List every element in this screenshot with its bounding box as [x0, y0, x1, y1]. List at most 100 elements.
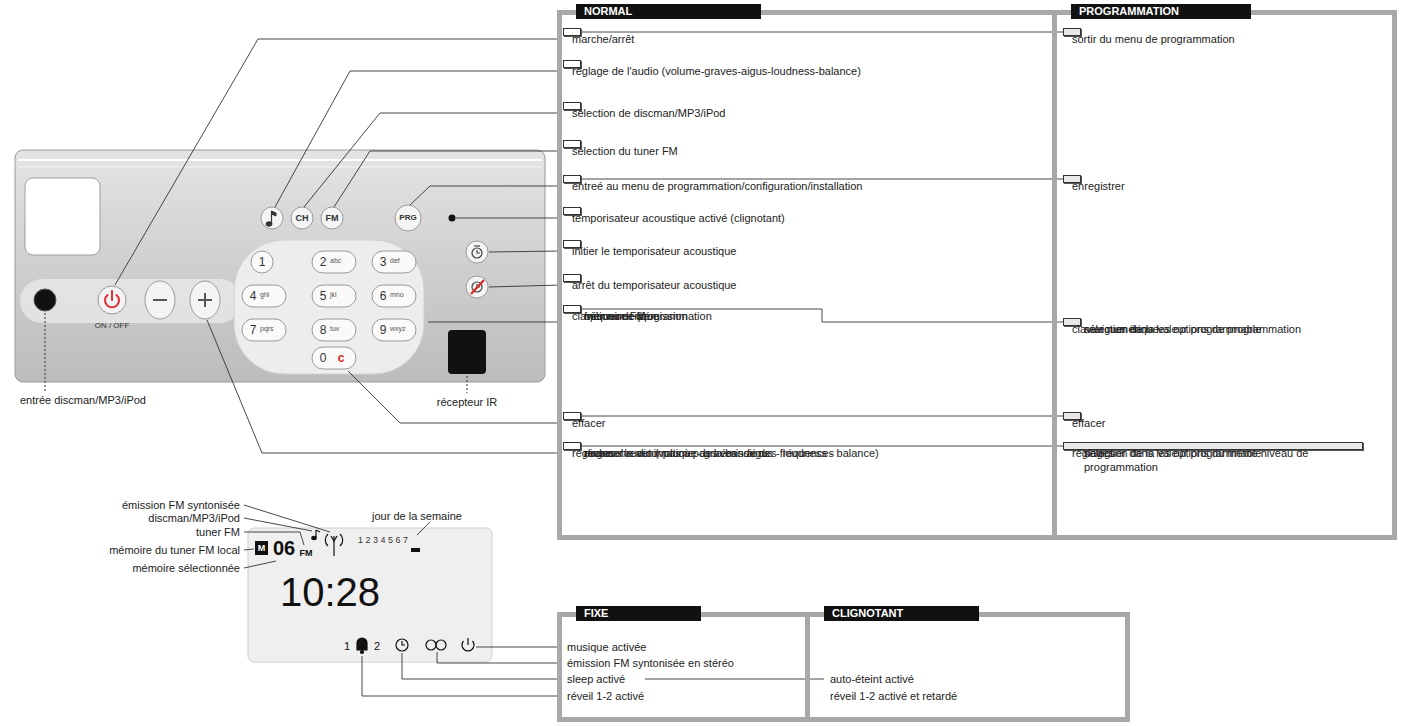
- key-letters: tuv: [330, 325, 339, 332]
- lcd-segment: 2: [374, 641, 380, 652]
- front-button: [466, 276, 488, 298]
- box-item: avancer/revenir pas à pas la bande des f…: [572, 446, 834, 460]
- button-label: FM: [326, 214, 339, 223]
- lcd-icon: [357, 638, 367, 650]
- front-button: [466, 241, 488, 263]
- callout-label: discman/MP3/iPod: [148, 513, 240, 524]
- leader-line: [410, 186, 561, 205]
- connector-line: [581, 179, 1063, 180]
- key-number: 1: [259, 256, 266, 268]
- box-heading: effacer: [572, 416, 605, 430]
- leader-line: [244, 505, 330, 532]
- function-box: réglage de l'audio (volume-graves-aigus-…: [563, 60, 581, 68]
- lcd-display: [248, 528, 492, 662]
- leader-line: [645, 679, 824, 680]
- box-heading: entreé au menu de programmation/configur…: [572, 179, 862, 193]
- lcd-segment: M: [258, 544, 266, 553]
- dotted-leader: [467, 376, 468, 393]
- function-box: sélection du tuner FM: [563, 140, 581, 148]
- front-button: [145, 281, 175, 319]
- display-screen: [25, 178, 100, 255]
- keypad-key: [242, 251, 416, 369]
- leader-line: [334, 151, 561, 207]
- key-number: 7: [250, 324, 257, 336]
- key-number: 3: [380, 256, 387, 268]
- box-item: naviguer dans les options de programmati…: [1072, 322, 1301, 336]
- leader-line: [417, 522, 430, 535]
- status-text: réveil 1-2 activé: [567, 689, 644, 703]
- music-note-icon: [266, 211, 276, 226]
- ir-receiver: [448, 330, 486, 374]
- leader-line: [348, 371, 561, 423]
- keypad-key: [312, 319, 356, 341]
- leader-line: [244, 561, 276, 568]
- volume-symbol: [153, 299, 167, 301]
- box-heading: initier le temporisateur acoustique: [572, 244, 736, 258]
- function-box: clavier numériquesélection de la valeur …: [1063, 318, 1081, 326]
- function-box: initier le temporisateur acoustique: [563, 240, 581, 248]
- key-number: 2: [320, 256, 327, 268]
- mode-panel: PROGRAMMATIONsortir du menu de programma…: [1052, 10, 1397, 540]
- lcd-segment: 1 2 3 4 5 6 7: [358, 536, 408, 545]
- lcd-icon: [331, 536, 337, 541]
- function-box: clavier numériquefréquence d'émissionmém…: [563, 305, 581, 313]
- box-heading: enregistrer: [1072, 179, 1125, 193]
- front-button: [291, 207, 313, 229]
- function-box: temporisateur acoustique activé (clignot…: [563, 207, 581, 215]
- key-number: 8: [320, 324, 327, 336]
- lcd-icon: [340, 534, 343, 546]
- lcd-icon: [315, 530, 316, 538]
- timer-icon: [477, 250, 480, 253]
- power-symbol: [111, 291, 113, 300]
- function-box: entreé au menu de programmation/configur…: [563, 175, 581, 183]
- key-letters: jkl: [330, 291, 337, 298]
- keypad-key: [312, 251, 356, 273]
- box-heading: sortir du menu de programmation: [1072, 32, 1235, 46]
- device-panel: [15, 150, 545, 382]
- key-letters: ghi: [260, 291, 269, 298]
- callout-label: récepteur IR: [437, 397, 498, 408]
- keypad-key: [242, 319, 286, 341]
- timer-icon: [472, 246, 482, 258]
- leader-line: [244, 505, 824, 696]
- panel-header: FIXE: [576, 606, 701, 621]
- status-led: [449, 215, 456, 222]
- front-button: [261, 207, 283, 229]
- leader-line: [244, 518, 312, 531]
- keypad-key: [372, 319, 416, 341]
- key-letters: abc: [330, 257, 341, 264]
- function-box: arrêt du temporisateur acoustique: [563, 274, 581, 282]
- leader-line: [115, 39, 561, 285]
- leader-line: [489, 285, 561, 287]
- front-button: [98, 286, 126, 314]
- leader-line: [476, 647, 560, 648]
- leader-line: [456, 218, 561, 219]
- keypad: [234, 240, 424, 374]
- function-box: sélection de discman/MP3/iPod: [563, 102, 581, 110]
- callout-label: mémoire du tuner FM local: [109, 545, 240, 556]
- button-label: PRG: [399, 214, 416, 222]
- lcd-icon: [361, 651, 364, 654]
- timer-stop-icon: [471, 280, 484, 294]
- mode-panel: NORMALmarche/arrêtréglage de l'audio (vo…: [557, 10, 1057, 540]
- lcd-segment: 10:28: [280, 572, 380, 612]
- dotted-leader: [45, 313, 46, 392]
- clear-key-label: c: [338, 352, 345, 364]
- leader-line: [115, 39, 561, 453]
- front-button: [321, 207, 343, 229]
- lcd-segment: FM: [300, 549, 313, 558]
- key-letters: mno: [390, 291, 404, 298]
- timer-icon: [472, 248, 482, 258]
- box-heading: sélection de discman/MP3/iPod: [572, 106, 725, 120]
- keypad-key: [312, 347, 356, 369]
- leader-line: [362, 656, 560, 696]
- connector-line: [581, 32, 1063, 33]
- box-item: naviguer dans les options du même niveau…: [1072, 446, 1362, 474]
- lcd-icon: [402, 641, 405, 645]
- callout-label: tuner FM: [196, 527, 240, 538]
- box-heading: marche/arrêt: [572, 32, 634, 46]
- lcd-icon: [333, 536, 334, 556]
- front-button: [395, 205, 421, 231]
- status-text: réveil 1-2 activé et retardé: [830, 689, 957, 703]
- callout-label: mémoire sélectionnée: [132, 563, 240, 574]
